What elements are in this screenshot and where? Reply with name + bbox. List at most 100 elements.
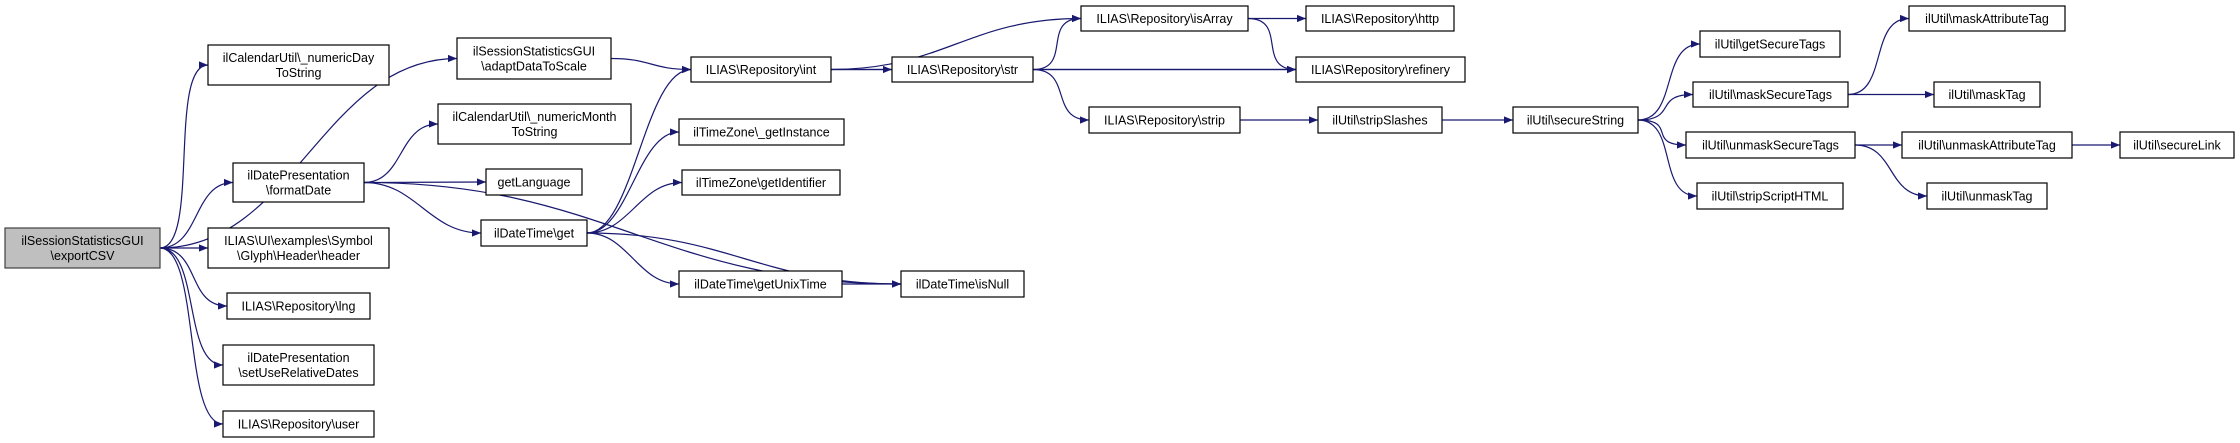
node-label: ilSessionStatisticsGUI (473, 45, 595, 59)
node-label: ilUtil\maskSecureTags (1709, 88, 1832, 102)
node-box (226, 292, 371, 320)
node-label: ilUtil\getSecureTags (1715, 38, 1825, 52)
node-box (1317, 106, 1443, 134)
node-box (2119, 131, 2235, 159)
node-securestring[interactable]: ilUtil\secureString (1512, 106, 1639, 134)
node-label: ilDatePresentation (247, 351, 349, 365)
node-box (1305, 5, 1455, 32)
edge-int-to-isarray (830, 14, 1082, 71)
node-isnull[interactable]: ilDateTime\isNull (900, 270, 1025, 298)
node-box (485, 168, 583, 196)
node-label: \exportCSV (51, 249, 116, 263)
node-label: ilUtil\stripScriptHTML (1712, 190, 1829, 204)
node-label: ilUtil\unmaskTag (1941, 190, 2032, 204)
edge-masksecuretags-to-maskattributetag (1847, 14, 1910, 96)
edges (159, 14, 2120, 428)
edge-get-to-getidentifier (586, 178, 683, 234)
edge-securestring-to-unmasksecuretags (1637, 119, 1687, 149)
node-maskattributetag[interactable]: ilUtil\maskAttributeTag (1908, 5, 2066, 32)
node-label: ILIAS\UI\examples\Symbol (224, 234, 373, 248)
node-box (480, 219, 588, 247)
node-label: ILIAS\Repository\http (1321, 12, 1439, 26)
node-formatdate[interactable]: ilDatePresentation\formatDate (232, 162, 365, 203)
node-label: ILIAS\Repository\str (907, 63, 1018, 77)
node-masksecuretags[interactable]: ilUtil\maskSecureTags (1692, 81, 1849, 108)
node-securelink[interactable]: ilUtil\secureLink (2119, 131, 2235, 159)
node-label: \Glyph\Header\header (237, 249, 360, 263)
node-box (207, 44, 390, 86)
node-box (1080, 5, 1249, 32)
node-isarray[interactable]: ILIAS\Repository\isArray (1080, 5, 1249, 32)
edge-exportcsv-to-numericday (159, 61, 209, 249)
node-getsecuretags[interactable]: ilUtil\getSecureTags (1699, 30, 1841, 58)
node-adaptdata[interactable]: ilSessionStatisticsGUI\adaptDataToScale (456, 37, 612, 80)
node-label: ilTimeZone\_getInstance (693, 126, 829, 140)
node-getinstance[interactable]: ilTimeZone\_getInstance (678, 118, 845, 146)
node-user[interactable]: ILIAS\Repository\user (222, 410, 375, 438)
edge-securestring-to-getsecuretags (1637, 40, 1701, 121)
node-box (437, 103, 632, 145)
node-label: ilSessionStatisticsGUI (21, 234, 143, 248)
node-stripscripthtml[interactable]: ilUtil\stripScriptHTML (1696, 182, 1844, 210)
node-label: ilTimeZone\getIdentifier (696, 176, 826, 190)
node-box (690, 56, 832, 83)
edge-get-to-int (586, 65, 692, 234)
nodes: ilSessionStatisticsGUI\exportCSVilCalend… (4, 5, 2235, 438)
node-box (678, 270, 843, 298)
node-header[interactable]: ILIAS\UI\examples\Symbol\Glyph\Header\he… (207, 227, 390, 269)
node-box (1699, 30, 1841, 58)
node-getlanguage[interactable]: getLanguage (485, 168, 583, 196)
node-http[interactable]: ILIAS\Repository\http (1305, 5, 1455, 32)
node-label: ToString (512, 125, 558, 139)
node-label: ilDateTime\get (494, 227, 575, 241)
node-label: ilUtil\stripSlashes (1332, 114, 1427, 128)
edge-str-to-isarray (1032, 14, 1082, 71)
node-refinery[interactable]: ILIAS\Repository\refinery (1295, 56, 1466, 83)
node-label: ilDateTime\isNull (916, 278, 1009, 292)
node-box (456, 37, 612, 80)
node-unmasktag[interactable]: ilUtil\unmaskTag (1926, 182, 2048, 210)
node-box (900, 270, 1025, 298)
node-box (4, 227, 161, 269)
node-box (1933, 81, 2041, 108)
node-box (1692, 81, 1849, 108)
node-label: ilCalendarUtil\_numericMonth (453, 110, 617, 124)
node-exportcsv[interactable]: ilSessionStatisticsGUI\exportCSV (4, 227, 161, 269)
edge-get-to-getinstance (586, 128, 680, 234)
node-box (681, 169, 841, 196)
node-int[interactable]: ILIAS\Repository\int (690, 56, 832, 83)
node-setuserel[interactable]: ilDatePresentation\setUseRelativeDates (222, 344, 375, 386)
node-unmaskattributetag[interactable]: ilUtil\unmaskAttributeTag (1901, 131, 2073, 159)
edge-exportcsv-to-adaptdata (159, 54, 458, 249)
edge-get-to-isnull (586, 232, 902, 288)
edge-securestring-to-stripscripthtml (1637, 119, 1698, 200)
node-label: ilUtil\secureString (1527, 114, 1624, 128)
node-getidentifier[interactable]: ilTimeZone\getIdentifier (681, 169, 841, 196)
node-box (232, 162, 365, 203)
node-unmasksecuretags[interactable]: ilUtil\unmaskSecureTags (1685, 131, 1856, 159)
node-box (1295, 56, 1466, 83)
node-label: ILIAS\Repository\strip (1104, 114, 1225, 128)
node-lng[interactable]: ILIAS\Repository\lng (226, 292, 371, 320)
edge-exportcsv-to-user (159, 247, 224, 428)
node-box (678, 118, 845, 146)
node-getunixtime[interactable]: ilDateTime\getUnixTime (678, 270, 843, 298)
node-get[interactable]: ilDateTime\get (480, 219, 588, 247)
node-label: ILIAS\Repository\refinery (1311, 63, 1451, 77)
edge-securestring-to-masksecuretags (1637, 90, 1694, 121)
node-box (1512, 106, 1639, 134)
node-strip[interactable]: ILIAS\Repository\strip (1088, 106, 1241, 134)
node-label: ilDatePresentation (247, 169, 349, 183)
node-box (1088, 106, 1241, 134)
edge-exportcsv-to-lng (159, 247, 228, 310)
node-stripslashes[interactable]: ilUtil\stripSlashes (1317, 106, 1443, 134)
node-label: \formatDate (266, 184, 331, 198)
node-box (222, 344, 375, 386)
edge-formatdate-to-get (363, 181, 482, 237)
node-str[interactable]: ILIAS\Repository\str (891, 56, 1034, 83)
edge-adaptdata-to-int (610, 57, 692, 74)
node-label: ilCalendarUtil\_numericDay (223, 51, 375, 65)
node-masktag[interactable]: ilUtil\maskTag (1933, 81, 2041, 108)
